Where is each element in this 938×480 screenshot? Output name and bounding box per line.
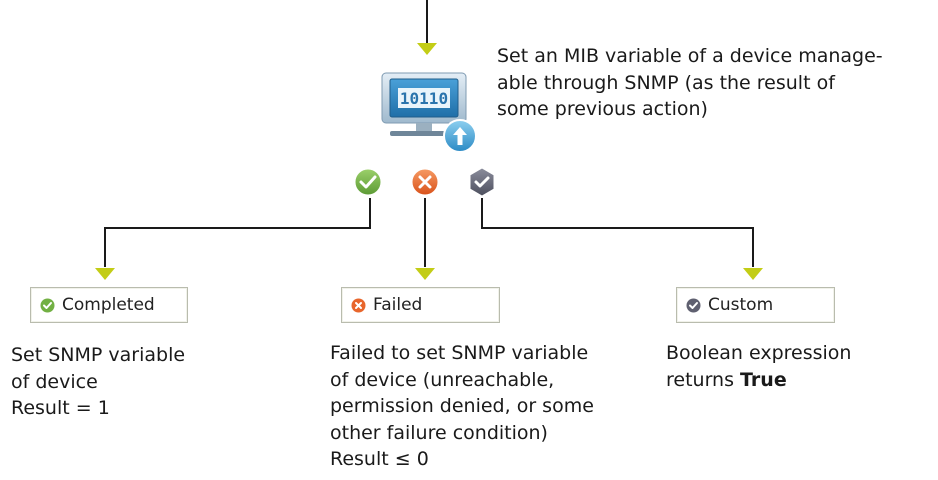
failed-description-line: other failure condition) [330, 421, 548, 444]
custom-arrow-icon [743, 268, 763, 280]
connector-completed [95, 198, 371, 280]
custom-description-prefix: returns [666, 368, 741, 391]
custom-check-icon [469, 167, 495, 197]
completed-description-line: of device [11, 370, 98, 393]
failed-description-line: Failed to set SNMP variable [330, 342, 589, 364]
custom-check-icon [686, 298, 701, 313]
custom-label: Custom [708, 295, 774, 315]
snmp-set-device-icon: 10110 [381, 72, 477, 153]
custom-outcome-box[interactable]: Custom [676, 287, 835, 323]
custom-description-line: returns True [666, 367, 851, 394]
custom-description-line: Boolean expression [666, 342, 852, 364]
failed-x-icon [351, 298, 366, 313]
completed-label: Completed [62, 295, 155, 315]
failed-description-line: Result ≤ 0 [330, 448, 429, 470]
completed-description: Set SNMP variable of device Result = 1 [11, 342, 185, 422]
completed-description-line: Result = 1 [11, 397, 110, 419]
completed-arrow-icon [95, 268, 115, 280]
failed-outcome-box[interactable]: Failed [341, 287, 500, 323]
failed-description: Failed to set SNMP variable of device (u… [330, 340, 594, 473]
completed-description-line: Set SNMP variable [11, 344, 186, 366]
failed-label: Failed [373, 295, 423, 315]
completed-check-icon [40, 298, 55, 313]
connector-failed [415, 198, 435, 280]
failed-description-line: permission denied, or some [330, 395, 594, 417]
connector-custom [481, 198, 763, 280]
monitor-binary-text: 10110 [400, 89, 448, 108]
completed-check-icon [354, 168, 382, 196]
custom-description: Boolean expression returns True [666, 340, 851, 393]
incoming-connector [417, 0, 437, 55]
incoming-arrow-icon [417, 43, 437, 55]
failed-description-line: of device (unreachable, [330, 368, 555, 391]
custom-description-bold: True [740, 368, 787, 391]
failed-x-icon [411, 168, 439, 196]
action-description-line: some previous action) [497, 98, 708, 120]
action-description: Set an MIB variable of a device manage- … [497, 43, 883, 123]
action-description-line: Set an MIB variable of a device manage- [497, 45, 883, 67]
completed-outcome-box[interactable]: Completed [30, 287, 188, 323]
action-description-line: able through SNMP (as the result of [497, 71, 835, 94]
failed-arrow-icon [415, 268, 435, 280]
